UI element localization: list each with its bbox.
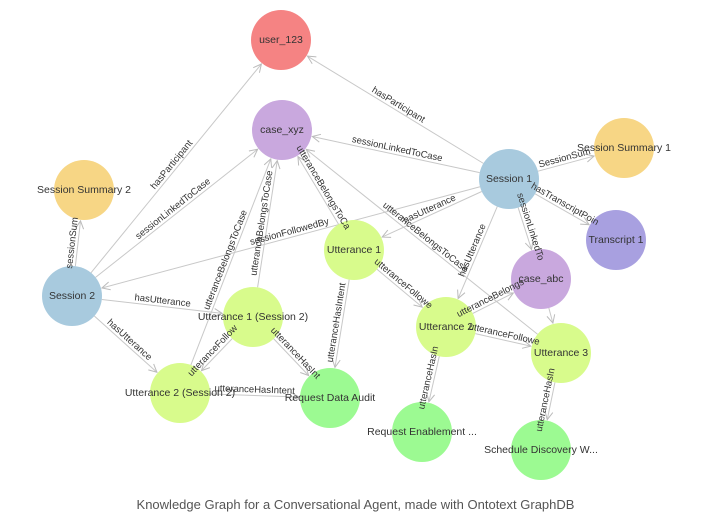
node-circle[interactable]	[324, 220, 384, 280]
edge-u2s2-rda	[209, 394, 299, 397]
edge-s2-ss2	[74, 221, 80, 267]
node-label: user_123	[259, 34, 303, 46]
edge-u1-u2	[376, 268, 422, 307]
node-circle[interactable]	[594, 118, 654, 178]
node-u1s2[interactable]: Utterance 1 (Session 2)	[198, 287, 308, 347]
edge-u2-rea	[429, 356, 440, 402]
edge-label: hasUtterance	[134, 292, 191, 309]
edge-label: hasTranscriptPoin	[529, 181, 601, 228]
node-label: Request Data Audit	[285, 392, 376, 404]
node-circle[interactable]	[511, 249, 571, 309]
node-label: Request Enablement ...	[367, 426, 477, 438]
node-circle[interactable]	[252, 100, 312, 160]
edge-s1-case_abc	[517, 207, 531, 250]
node-u3[interactable]: Utterance 3	[531, 323, 591, 383]
edge-label: hasParticipant	[149, 138, 196, 192]
node-label: Transcript 1	[588, 234, 643, 246]
edge-case_abc-u3	[549, 307, 553, 323]
node-label: Utterance 1	[327, 244, 381, 256]
edges-layer	[74, 56, 594, 420]
node-rea[interactable]: Request Enablement ...	[367, 402, 477, 462]
node-label: Session Summary 2	[37, 184, 131, 196]
edge-s2-u1s2	[101, 298, 222, 313]
node-label: Utterance 2	[419, 321, 473, 333]
edge-s2-user	[90, 64, 261, 274]
node-s2[interactable]: Session 2	[42, 266, 102, 326]
edge-u1s2-rda	[273, 338, 309, 376]
edge-label: sessionLinkedToCase	[351, 134, 444, 164]
edge-label: utteranceHasIn	[416, 345, 441, 410]
edge-label: utteranceBelongs	[455, 277, 526, 320]
edge-s1-u2	[458, 206, 498, 299]
edge-label: hasParticipant	[370, 85, 427, 126]
node-circle[interactable]	[54, 160, 114, 220]
edge-label: utteranceHasInt	[268, 325, 322, 381]
edge-s2-u2s2	[93, 315, 157, 372]
node-circle[interactable]	[251, 10, 311, 70]
edge-label: SessionSum	[537, 146, 591, 171]
edge-u3-case_xyz	[306, 149, 538, 335]
edge-u1-case_xyz	[298, 157, 339, 225]
edge-label: utteranceFollow	[186, 323, 240, 379]
node-user[interactable]: user_123	[251, 10, 311, 70]
edge-s1-ss1	[537, 156, 594, 172]
node-circle[interactable]	[531, 323, 591, 383]
node-label: case_abc	[519, 273, 564, 285]
edge-s1-user	[307, 56, 484, 164]
edge-label: utteranceHasIntent	[214, 383, 295, 397]
node-circle[interactable]	[511, 420, 571, 480]
node-case_xyz[interactable]: case_xyz	[252, 100, 312, 160]
node-label: case_xyz	[260, 124, 304, 136]
node-label: Schedule Discovery W...	[484, 444, 598, 456]
edge-u2-u3	[475, 333, 531, 347]
node-case_abc[interactable]: case_abc	[511, 249, 571, 309]
edge-u3-sdw	[547, 382, 556, 419]
node-ss1[interactable]: Session Summary 1	[577, 118, 671, 178]
node-circle[interactable]	[223, 287, 283, 347]
node-circle[interactable]	[392, 402, 452, 462]
node-circle[interactable]	[479, 149, 539, 209]
node-label: Utterance 2 (Session 2)	[125, 387, 235, 399]
edge-label: utteranceHasIntent	[325, 282, 349, 363]
edge-label: sessionLinkedToCase	[134, 176, 213, 242]
node-u2s2[interactable]: Utterance 2 (Session 2)	[125, 363, 235, 423]
node-label: Session 2	[49, 290, 95, 302]
edge-s1-u1	[382, 191, 482, 237]
edge-label: utteranceFollowe	[372, 257, 435, 312]
node-sdw[interactable]: Schedule Discovery W...	[484, 420, 598, 480]
edge-s1-case_xyz	[312, 137, 480, 174]
node-circle[interactable]	[586, 210, 646, 270]
node-circle[interactable]	[150, 363, 210, 423]
node-label: Utterance 3	[534, 347, 588, 359]
figure-caption: Knowledge Graph for a Conversational Age…	[136, 497, 575, 512]
edge-u2-case_abc	[472, 293, 514, 314]
edge-label: utteranceHasIn	[534, 367, 558, 432]
node-t1[interactable]: Transcript 1	[586, 210, 646, 270]
node-label: Utterance 1 (Session 2)	[198, 311, 308, 323]
edge-u2s2-case_xyz	[190, 159, 271, 366]
node-label: Session 1	[486, 173, 532, 185]
edge-s2-case_xyz	[95, 149, 258, 278]
edge-u1s2-u2s2	[201, 338, 233, 371]
edge-u1-rda	[335, 279, 350, 368]
node-u1[interactable]: Utterance 1	[324, 220, 384, 280]
node-circle[interactable]	[300, 368, 360, 428]
node-ss2[interactable]: Session Summary 2	[37, 160, 131, 220]
node-u2[interactable]: Utterance 2	[416, 297, 476, 357]
node-label: Session Summary 1	[577, 142, 671, 154]
node-circle[interactable]	[416, 297, 476, 357]
edge-s1-t1	[534, 193, 589, 225]
node-circle[interactable]	[42, 266, 102, 326]
edge-u1s2-case_xyz	[257, 161, 278, 288]
node-rda[interactable]: Request Data Audit	[285, 368, 376, 428]
edge-label: hasUtterance	[105, 317, 154, 363]
edge-s1-s2	[102, 186, 481, 288]
node-s1[interactable]: Session 1	[479, 149, 539, 209]
